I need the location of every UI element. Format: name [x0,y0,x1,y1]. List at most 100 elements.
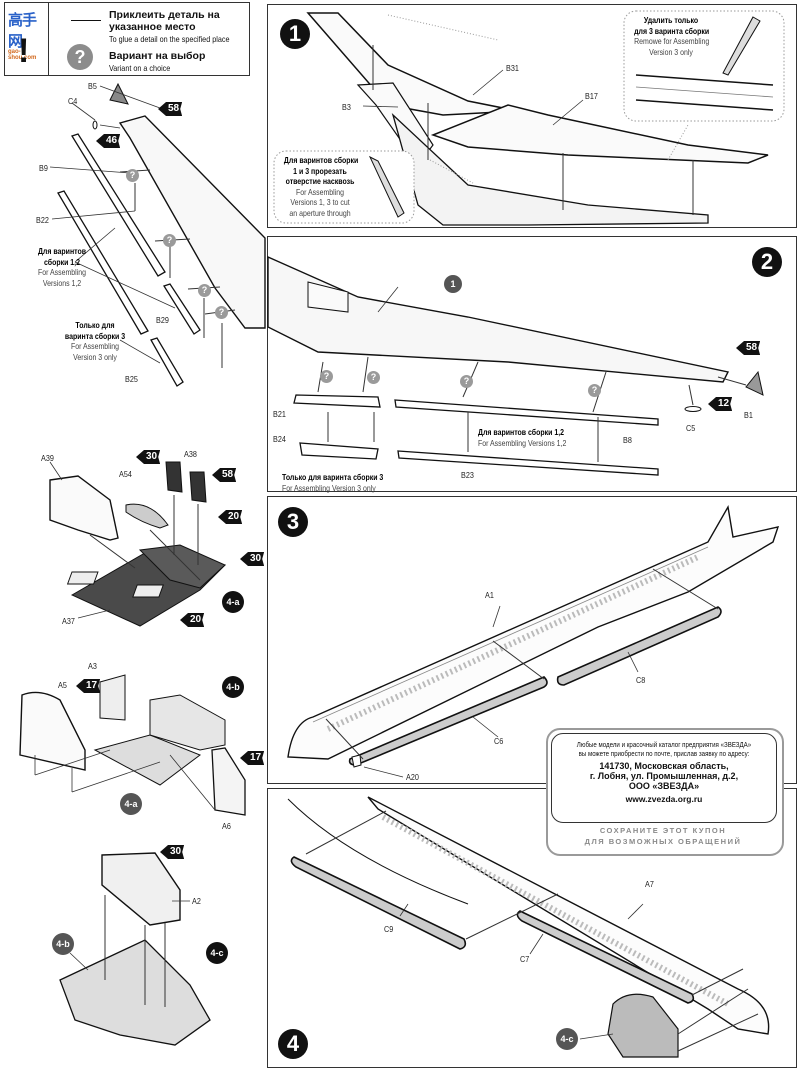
leader-line [465,893,559,940]
watermark-text: 高手网 [8,12,37,50]
part-b25-shape [150,337,184,387]
drawing-detail [722,16,761,76]
step-4c-drawing [59,852,211,1046]
part-label-b23: B23 [461,470,474,480]
step-4b-badge: 4-b [222,676,244,698]
leader-line [169,754,216,811]
coupon-save-2: ДЛЯ ВОЗМОЖНЫХ ОБРАЩЕНИЙ [584,837,742,846]
variant-icon: ? [367,371,380,384]
part-label-b3: B3 [342,102,351,112]
variant-icon: ? [163,234,176,247]
part-b24-shape [299,442,379,460]
paint-code-30: 30 [160,845,185,859]
leader-line [119,339,161,364]
part-label-a3: A3 [88,661,97,671]
step-4-number: 4 [278,1029,308,1059]
glue-legend-en: To glue a detail on the specified place [109,34,230,44]
cockpit-tub-shape [138,544,226,589]
part-label-a5: A5 [58,680,67,690]
watermark-url: gao-shou.com [8,49,37,61]
leader-line [77,609,111,619]
leader-line [429,159,474,184]
leader-line [472,716,499,738]
leader-line [635,86,774,98]
part-label-b25: B25 [125,374,138,384]
part-label-a38: A38 [184,449,197,459]
cockpit-4c-shape [607,993,679,1058]
step-4c-area: A2 30 4-b 4-c [0,835,265,1070]
leader-line [627,903,644,920]
part-b31-shape [306,12,519,116]
coupon-address-1: 141730, Московская область, [599,761,729,771]
step-4-drawing [287,796,770,1058]
part-label-b17: B17 [585,91,598,101]
glue-exclamation-icon: ! [18,32,30,70]
part-label-a2: A2 [192,896,201,906]
variant-icon: ? [588,384,601,397]
leader-line [49,461,63,481]
step-4a-area: A39 A54 A38 A37 30 58 20 30 20 4-a [0,440,265,640]
leader-line [667,124,689,161]
part-label-b8: B8 [623,435,632,445]
variant-icon: ? [198,284,211,297]
left-wing-drawing [49,82,266,387]
part-c5-shape [684,406,702,412]
leader-line [325,718,364,760]
step-2-drawing [267,255,764,476]
coupon-box: Любые модели и красочный каталог предпри… [546,728,784,856]
leader-line [71,102,96,121]
step-4a-badge: 4-a [222,591,244,613]
part-label-b24: B24 [273,434,286,444]
part-label-b31: B31 [506,63,519,73]
step-4b-drawing [19,674,246,816]
leader-line [71,761,161,793]
paint-code-46: 46 [96,134,121,148]
part-a39-shape [49,475,119,541]
leader-line [74,227,116,263]
drawing-detail [312,546,709,723]
glue-legend-ru: Приклеить деталь на указанное место [109,9,220,33]
paint-code-58: 58 [212,468,237,482]
leader-line [51,210,136,220]
part-label-b29: B29 [156,315,169,325]
part-label-a37: A37 [62,616,75,626]
paint-code-17: 17 [76,679,101,693]
part-label-a1: A1 [485,590,494,600]
drawing-detail [381,814,730,1007]
part-a38-seat-2 [189,471,207,503]
leader-line [362,105,399,108]
drawing-detail [287,798,469,905]
leader-line [377,286,399,313]
part-b22-shape [57,190,149,335]
part-c4-shape [92,120,98,130]
watermark-logo: 高手网 gao-shou.com [8,9,48,61]
leader-line [49,166,131,174]
drawing-detail [307,281,349,313]
drawing-detail [368,155,405,218]
coupon-url[interactable]: www.zvezda.org.ru [625,794,703,804]
leader-line [552,99,584,126]
paint-code-30: 30 [240,552,265,566]
part-label-b21: B21 [273,409,286,419]
variant-legend-ru: Вариант на выбор [109,50,206,62]
variant-icon: ? [320,370,333,383]
part-label-c8: C8 [636,675,646,685]
step-2-number: 2 [752,247,782,277]
part-label-b5: B5 [88,81,97,91]
part-a3-shape [99,674,126,721]
variant-icon: ? [215,306,228,319]
part-label-b22: B22 [36,215,49,225]
paint-code-20: 20 [218,510,243,524]
leader-line [34,749,111,776]
part-label-a6: A6 [222,821,231,831]
part-label-c5: C5 [686,423,696,433]
coupon-address-2: г. Лобня, ул. Промышленная, д.2, [589,771,739,781]
leader-line [69,952,89,971]
leader-line [362,356,369,393]
fuselage-center-shape [391,112,709,226]
paint-code-58: 58 [736,341,761,355]
step-1-number: 1 [280,19,310,49]
